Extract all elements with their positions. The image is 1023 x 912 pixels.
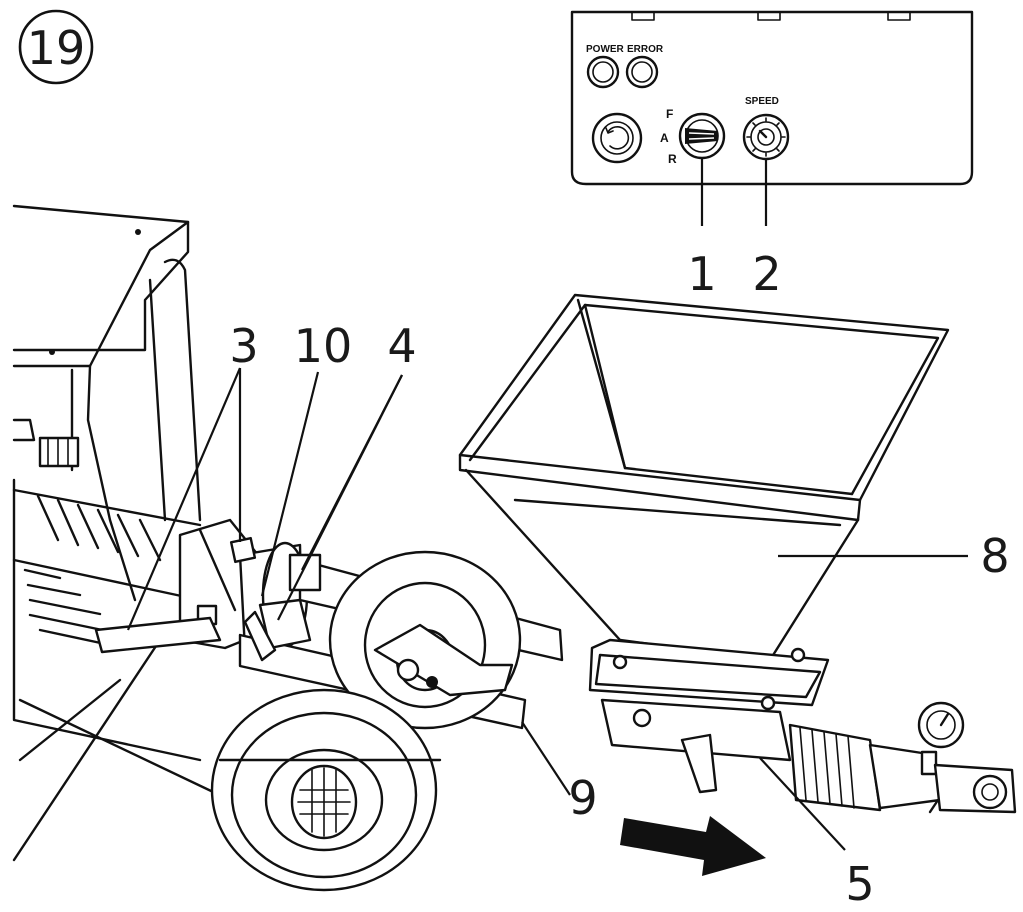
step-number: 19 — [27, 21, 86, 75]
power-label: POWER — [586, 44, 625, 55]
callout-1: 1 — [687, 247, 716, 301]
machine-frame — [12, 204, 232, 862]
rear-wheel — [328, 550, 522, 730]
switch-pos-a: A — [660, 131, 669, 145]
direction-switch — [678, 112, 726, 160]
reset-button — [591, 112, 643, 164]
leader-lines — [126, 367, 968, 851]
control-panel: POWER ERROR F A R SPEED — [570, 10, 974, 226]
step-number-badge: 19 — [18, 9, 94, 85]
switch-pos-f: F — [666, 107, 673, 121]
speed-label: SPEED — [745, 96, 779, 107]
callout-3: 3 — [229, 319, 258, 373]
callout-5: 5 — [845, 857, 874, 911]
power-indicator-light — [586, 55, 620, 89]
callout-2: 2 — [752, 247, 781, 301]
speed-knob — [742, 113, 790, 161]
callout-4: 4 — [387, 319, 416, 373]
callout-8: 8 — [980, 529, 1009, 583]
error-label: ERROR — [627, 44, 664, 55]
flow-direction-arrow-icon — [620, 816, 766, 876]
outlet-assembly — [788, 701, 1017, 814]
front-wheel — [210, 688, 442, 892]
error-indicator-light — [625, 55, 659, 89]
switch-pos-r: R — [668, 152, 677, 166]
callout-10: 10 — [294, 319, 353, 373]
hopper — [458, 293, 950, 794]
callout-9: 9 — [568, 771, 597, 825]
